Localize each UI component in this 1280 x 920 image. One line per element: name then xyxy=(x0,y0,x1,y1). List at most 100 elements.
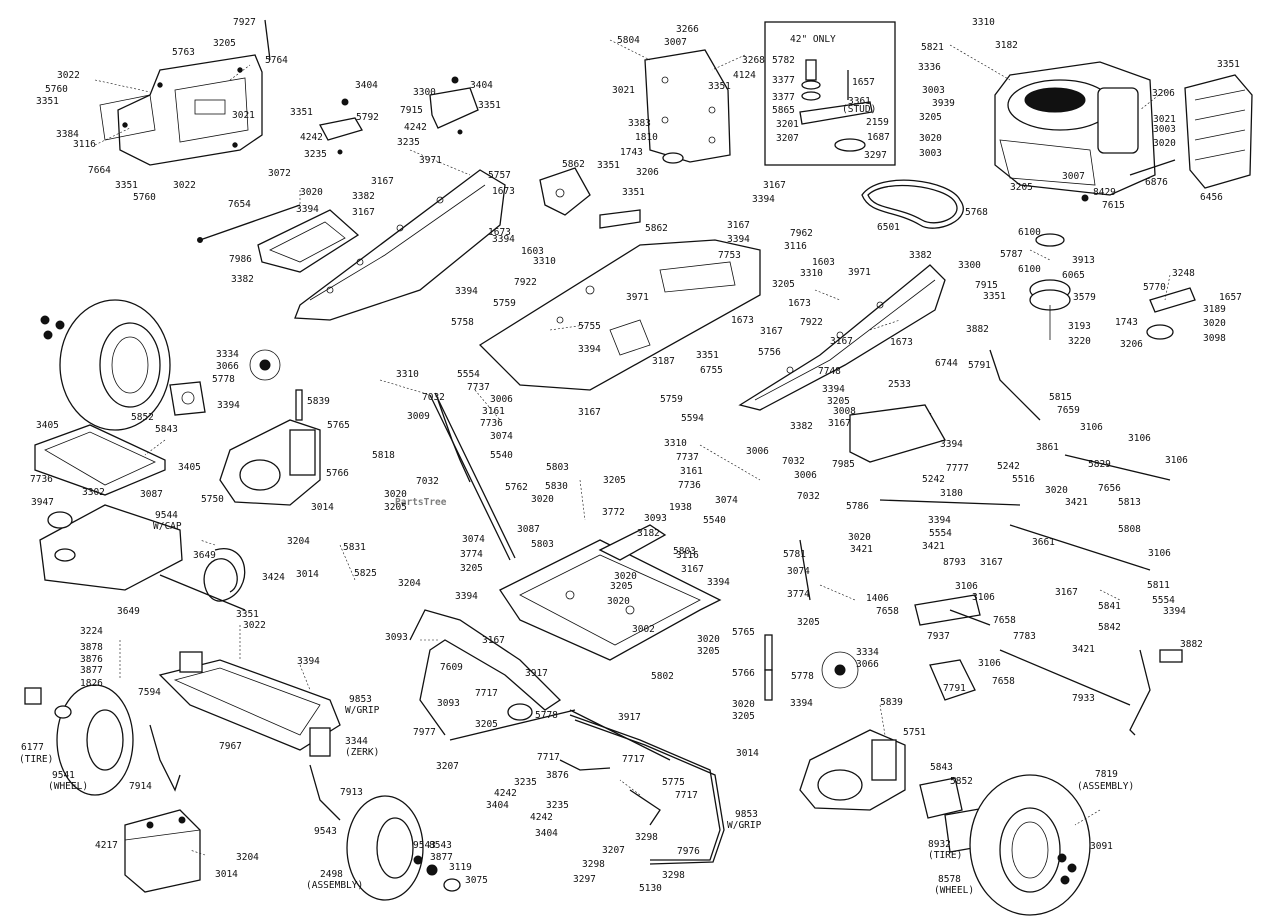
callout: 5778 xyxy=(212,374,235,385)
callout: (ZERK) xyxy=(345,747,379,758)
callout: 2159 xyxy=(866,117,889,128)
brake-rod[interactable] xyxy=(799,349,1171,601)
callout: 8932 xyxy=(928,839,951,850)
callout: 7664 xyxy=(88,165,111,176)
callout: 8429 xyxy=(1093,187,1116,198)
front-axle[interactable] xyxy=(158,651,341,757)
electric-clutch[interactable] xyxy=(1029,233,1071,340)
callout: 3382 xyxy=(909,250,932,261)
pulley-right[interactable] xyxy=(1146,287,1196,340)
callout: 5770 xyxy=(1143,282,1166,293)
front-axle-subframe[interactable] xyxy=(499,524,722,661)
callout: 7737 xyxy=(676,452,699,463)
callout: 3014 xyxy=(736,748,759,759)
transaxle-right[interactable] xyxy=(764,634,906,811)
callout: 3876 xyxy=(80,654,103,665)
callout: 5842 xyxy=(1098,622,1121,633)
right-frame-rail[interactable] xyxy=(738,264,946,411)
callout: 3384 xyxy=(56,129,79,140)
drag-link[interactable] xyxy=(409,609,562,736)
callout: 7658 xyxy=(876,606,899,617)
callout: 8793 xyxy=(943,557,966,568)
callout: 3404 xyxy=(355,80,378,91)
callout: 5852 xyxy=(131,412,154,423)
callout: 3248 xyxy=(1172,268,1195,279)
callout: 3394 xyxy=(578,344,601,355)
center-deck-plate[interactable] xyxy=(478,239,761,391)
callout: 3351 xyxy=(478,100,501,111)
callout: 3002 xyxy=(632,624,655,635)
callout: 7615 xyxy=(1102,200,1125,211)
callout: 3649 xyxy=(117,606,140,617)
mower-deck-bracket[interactable] xyxy=(257,209,360,273)
callout: 3298 xyxy=(662,870,685,881)
callout: 3394 xyxy=(455,591,478,602)
spindle-left[interactable] xyxy=(149,724,341,821)
callout: 3182 xyxy=(995,40,1018,51)
fuel-tank[interactable] xyxy=(39,504,183,591)
callout: 3421 xyxy=(1065,497,1088,508)
callout: 3204 xyxy=(236,852,259,863)
pedal-linkage-right[interactable] xyxy=(914,594,1183,736)
rear-bracket-plate[interactable] xyxy=(99,19,271,166)
callout: 7962 xyxy=(790,228,813,239)
tie-rod[interactable] xyxy=(569,714,725,865)
front-tire-center[interactable] xyxy=(346,795,424,901)
rear-tire-left[interactable] xyxy=(59,299,171,431)
steering-gear[interactable] xyxy=(449,703,671,826)
callout: 5594 xyxy=(681,413,704,424)
battery-tray[interactable] xyxy=(34,424,166,496)
callout: 3205 xyxy=(475,719,498,730)
callout: (TIRE) xyxy=(19,754,53,765)
fuel-line[interactable] xyxy=(159,548,246,611)
callout: 7659 xyxy=(1057,405,1080,416)
callout: 5841 xyxy=(1098,601,1121,612)
steering-shaft[interactable] xyxy=(429,392,516,561)
callout: 3206 xyxy=(636,167,659,178)
callout: 9853 xyxy=(735,809,758,820)
callout: 5757 xyxy=(488,170,511,181)
callout: 5775 xyxy=(662,777,685,788)
callout: 3106 xyxy=(972,592,995,603)
drive-belt[interactable] xyxy=(861,179,964,229)
callout: 3106 xyxy=(1165,455,1188,466)
callout: 5831 xyxy=(343,542,366,553)
rear-tire-right[interactable] xyxy=(969,774,1091,916)
callout: 3205 xyxy=(732,711,755,722)
callout: 3361 xyxy=(848,96,871,107)
callout: 9541 xyxy=(52,770,75,781)
callout: 3074 xyxy=(490,431,513,442)
callout: 5765 xyxy=(327,420,350,431)
callout: 3014 xyxy=(311,502,334,513)
callout: 9544 xyxy=(155,510,178,521)
callout: 3421 xyxy=(922,541,945,552)
callout: 3020 xyxy=(531,494,554,505)
callout: 3206 xyxy=(1152,88,1175,99)
callout: 3003 xyxy=(922,85,945,96)
engine[interactable] xyxy=(994,61,1176,202)
callout: 3189 xyxy=(1203,304,1226,315)
callout: 5839 xyxy=(307,396,330,407)
front-tire-left[interactable] xyxy=(56,684,134,796)
callout: 3861 xyxy=(1036,442,1059,453)
left-frame-rail[interactable] xyxy=(197,169,506,321)
callout: 3020 xyxy=(1153,138,1176,149)
callout: 6456 xyxy=(1200,192,1223,203)
seat-bracket[interactable] xyxy=(319,76,479,155)
callout: 3971 xyxy=(419,155,442,166)
callout: 5825 xyxy=(354,568,377,579)
callout: 7656 xyxy=(1098,483,1121,494)
callout: 3235 xyxy=(514,777,537,788)
callout: 3093 xyxy=(385,632,408,643)
callout: 3167 xyxy=(830,336,853,347)
callout: 1406 xyxy=(866,593,889,604)
pedal-bracket[interactable] xyxy=(849,404,946,463)
hub-plate-left[interactable] xyxy=(169,381,206,416)
idler-bracket[interactable] xyxy=(539,167,641,229)
callout: 5852 xyxy=(950,776,973,787)
battery[interactable] xyxy=(124,809,201,893)
callout: 3334 xyxy=(856,647,879,658)
transaxle-left[interactable] xyxy=(219,349,321,506)
fuel-tank-small[interactable] xyxy=(1184,74,1253,189)
engine-mount-plate[interactable] xyxy=(644,49,731,164)
